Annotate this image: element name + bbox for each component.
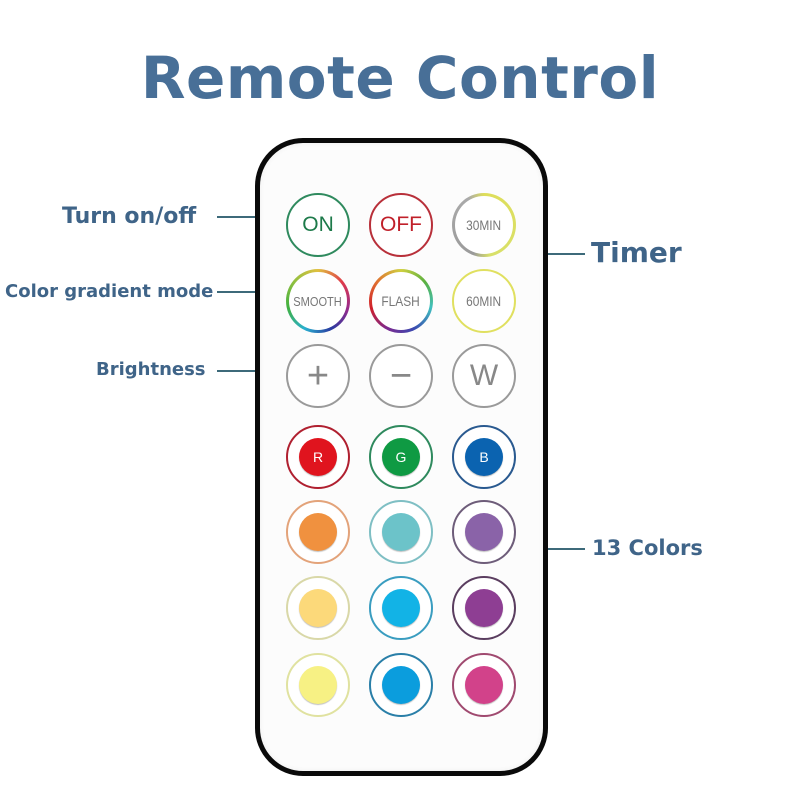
light-yellow-color-dot	[299, 589, 337, 627]
label-13-colors: 13 Colors	[592, 536, 703, 560]
sky-blue-color-dot	[382, 589, 420, 627]
remote-control: ON OFF 30MIN SMOOTH FLASH 60MIN + − W R …	[255, 138, 548, 776]
blue-button[interactable]: B	[452, 425, 516, 489]
smooth-button[interactable]: SMOOTH	[286, 269, 350, 333]
connector-line	[217, 291, 257, 293]
green-color-dot: G	[382, 438, 420, 476]
pale-yellow-button[interactable]	[286, 653, 350, 717]
magenta-button[interactable]	[452, 653, 516, 717]
label-turn-on-off: Turn on/off	[62, 204, 197, 229]
teal-button[interactable]	[369, 500, 433, 564]
light-yellow-button[interactable]	[286, 576, 350, 640]
page-title: Remote Control	[140, 44, 660, 112]
white-button[interactable]: W	[452, 344, 516, 408]
flash-button[interactable]: FLASH	[369, 269, 433, 333]
connector-line	[545, 548, 585, 550]
green-button[interactable]: G	[369, 425, 433, 489]
red-button[interactable]: R	[286, 425, 350, 489]
red-color-dot: R	[299, 438, 337, 476]
teal-color-dot	[382, 513, 420, 551]
purple-color-dot	[465, 513, 503, 551]
label-color-gradient-mode: Color gradient mode	[5, 281, 214, 302]
violet-button[interactable]	[452, 576, 516, 640]
label-brightness: Brightness	[96, 359, 206, 380]
brightness-up-button[interactable]: +	[286, 344, 350, 408]
pale-yellow-color-dot	[299, 666, 337, 704]
minus-icon: −	[389, 355, 413, 397]
connector-line	[217, 370, 257, 372]
brightness-down-button[interactable]: −	[369, 344, 433, 408]
connector-line	[545, 253, 585, 255]
blue-light-color-dot	[382, 666, 420, 704]
sky-blue-button[interactable]	[369, 576, 433, 640]
violet-color-dot	[465, 589, 503, 627]
orange-button[interactable]	[286, 500, 350, 564]
blue-color-dot: B	[465, 438, 503, 476]
label-timer: Timer	[591, 236, 682, 269]
timer-30min-button[interactable]: 30MIN	[452, 193, 516, 257]
blue-color-button[interactable]	[369, 653, 433, 717]
orange-color-dot	[299, 513, 337, 551]
connector-line	[217, 216, 257, 218]
off-button[interactable]: OFF	[369, 193, 433, 257]
on-button[interactable]: ON	[286, 193, 350, 257]
magenta-color-dot	[465, 666, 503, 704]
purple-button[interactable]	[452, 500, 516, 564]
timer-60min-button[interactable]: 60MIN	[452, 269, 516, 333]
plus-icon: +	[306, 355, 330, 397]
